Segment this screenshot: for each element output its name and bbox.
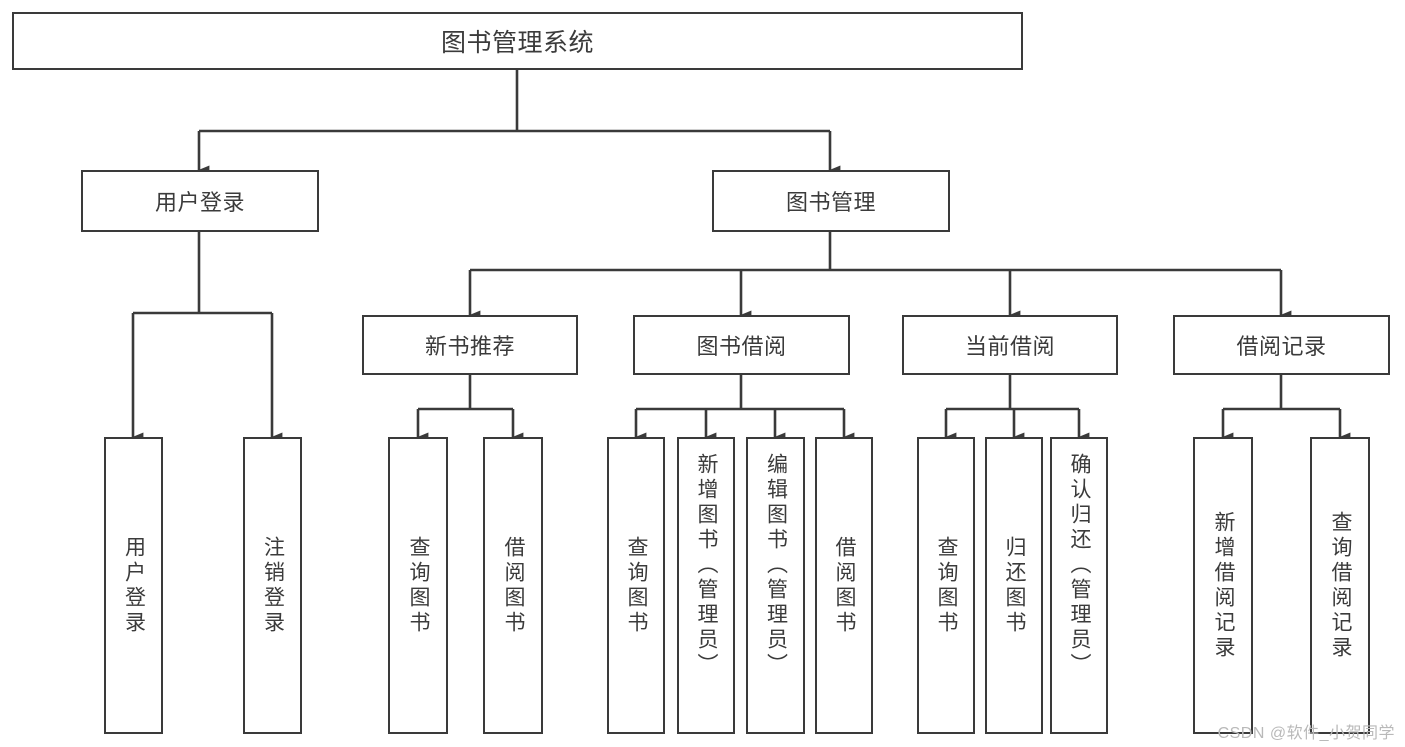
- node-root-label: 图书管理系统: [440, 29, 594, 57]
- node-new-book-recommend-label: 新书推荐: [424, 334, 515, 359]
- node-current-borrow[interactable]: 当前借阅: [902, 315, 1118, 375]
- node-leaf-query-borrow-record-label: 查询借阅记录: [1329, 510, 1353, 661]
- node-leaf-logout-login[interactable]: 注销登录: [243, 437, 302, 734]
- node-current-borrow-label: 当前借阅: [964, 334, 1055, 359]
- node-leaf-borrow-book-2[interactable]: 借阅图书: [815, 437, 873, 734]
- node-root[interactable]: 图书管理系统: [12, 12, 1023, 70]
- node-leaf-query-borrow-record[interactable]: 查询借阅记录: [1310, 437, 1370, 734]
- node-leaf-return-book[interactable]: 归还图书: [985, 437, 1043, 734]
- node-leaf-query-book-3-label: 查询图书: [935, 535, 959, 636]
- node-book-manage[interactable]: 图书管理: [712, 170, 950, 232]
- node-leaf-user-login[interactable]: 用户登录: [104, 437, 163, 734]
- node-leaf-add-book-admin-label: 新增图书（管理员）: [695, 453, 719, 678]
- node-leaf-query-book-2-label: 查询图书: [625, 535, 649, 636]
- node-borrow-record-label: 借阅记录: [1236, 334, 1327, 359]
- node-leaf-return-book-label: 归还图书: [1003, 535, 1027, 636]
- node-leaf-add-book-admin[interactable]: 新增图书（管理员）: [677, 437, 735, 734]
- node-leaf-query-book-1-label: 查询图书: [407, 535, 431, 636]
- node-book-borrow[interactable]: 图书借阅: [633, 315, 850, 375]
- node-leaf-confirm-return-admin-label: 确认归还（管理员）: [1068, 453, 1092, 678]
- node-leaf-borrow-book-1[interactable]: 借阅图书: [483, 437, 543, 734]
- node-leaf-add-borrow-record[interactable]: 新增借阅记录: [1193, 437, 1253, 734]
- connector-group: [131, 70, 1351, 442]
- node-leaf-add-borrow-record-label: 新增借阅记录: [1212, 510, 1236, 661]
- node-user-login-label: 用户登录: [154, 190, 245, 215]
- node-leaf-confirm-return-admin[interactable]: 确认归还（管理员）: [1050, 437, 1108, 734]
- node-borrow-record[interactable]: 借阅记录: [1173, 315, 1390, 375]
- node-leaf-edit-book-admin-label: 编辑图书（管理员）: [764, 453, 788, 678]
- node-leaf-logout-login-label: 注销登录: [261, 535, 285, 636]
- node-leaf-edit-book-admin[interactable]: 编辑图书（管理员）: [746, 437, 805, 734]
- node-leaf-user-login-label: 用户登录: [122, 535, 146, 636]
- node-leaf-borrow-book-2-label: 借阅图书: [833, 535, 857, 636]
- node-leaf-query-book-1[interactable]: 查询图书: [388, 437, 448, 734]
- node-leaf-borrow-book-1-label: 借阅图书: [502, 535, 526, 636]
- node-book-manage-label: 图书管理: [785, 190, 876, 215]
- node-user-login[interactable]: 用户登录: [81, 170, 319, 232]
- node-new-book-recommend[interactable]: 新书推荐: [362, 315, 578, 375]
- node-book-borrow-label: 图书借阅: [696, 334, 787, 359]
- node-leaf-query-book-3[interactable]: 查询图书: [917, 437, 975, 734]
- node-leaf-query-book-2[interactable]: 查询图书: [607, 437, 665, 734]
